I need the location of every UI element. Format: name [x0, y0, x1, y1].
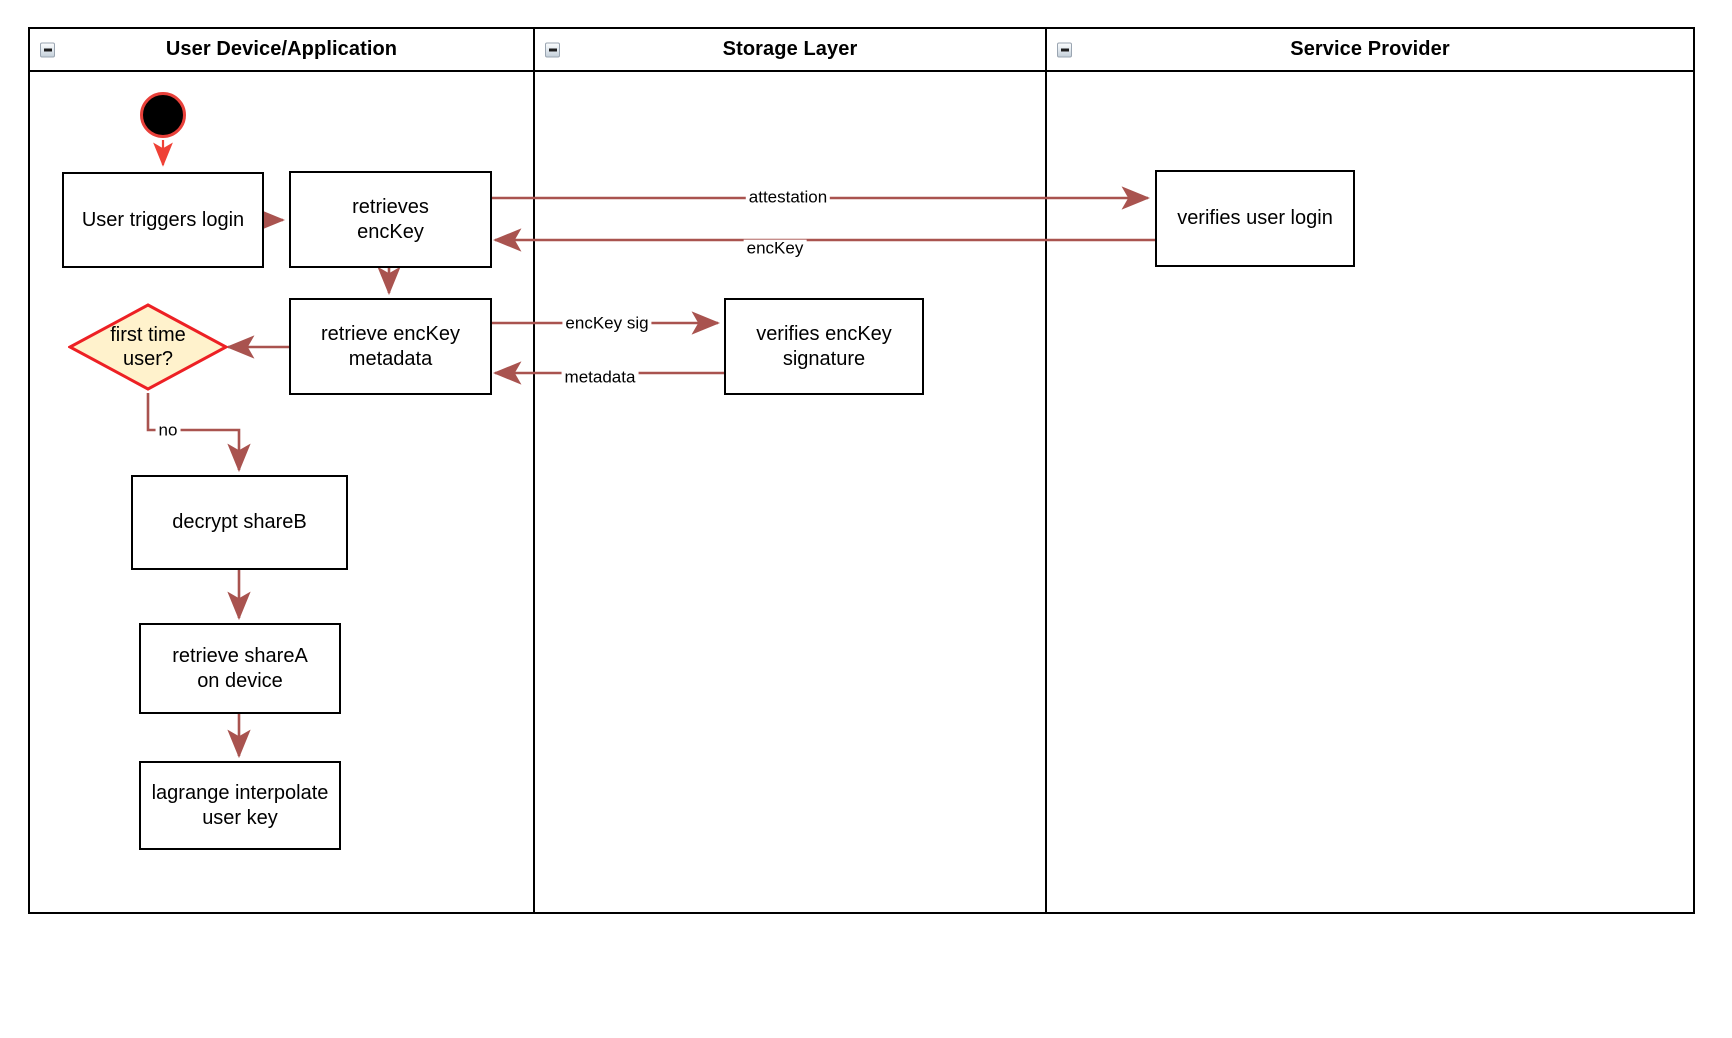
node-label: lagrange interpolate user key: [151, 782, 329, 829]
lane-title-storage-layer: Storage Layer: [722, 38, 858, 60]
lane-storage-layer[interactable]: Storage Layer: [533, 29, 1045, 912]
node-first-time-user[interactable]: first time user?: [68, 303, 228, 391]
edge-label-no: no: [155, 421, 181, 441]
lane-header-service-provider: Service Provider: [1047, 29, 1693, 72]
collapse-minus-icon[interactable]: [545, 42, 560, 57]
lane-header-user-device: User Device/Application: [30, 29, 533, 72]
node-label: first time user?: [110, 324, 186, 370]
edge-label-attestation: attestation: [745, 188, 831, 208]
node-verifies-user-login[interactable]: verifies user login: [1155, 170, 1355, 267]
node-label: decrypt shareB: [172, 511, 307, 534]
node-retrieves-enckey[interactable]: retrieves encKey: [289, 171, 492, 268]
node-label: User triggers login: [81, 208, 245, 231]
node-retrieve-enckey-metadata[interactable]: retrieve encKey metadata: [289, 298, 492, 395]
node-lagrange-interpolate-user-key[interactable]: lagrange interpolate user key: [139, 761, 341, 850]
node-label: verifies user login: [1177, 207, 1333, 230]
node-label: retrieve shareA on device: [172, 645, 308, 692]
node-retrieve-sharea-on-device[interactable]: retrieve shareA on device: [139, 623, 341, 714]
lane-header-storage-layer: Storage Layer: [535, 29, 1045, 72]
edge-label-metadata: metadata: [561, 368, 639, 388]
edge-label-enckey-sig: encKey sig: [562, 314, 652, 334]
node-user-triggers-login[interactable]: User triggers login: [62, 172, 264, 268]
lane-title-service-provider: Service Provider: [1290, 38, 1450, 60]
start-node[interactable]: [140, 92, 186, 138]
lane-title-user-device: User Device/Application: [165, 38, 398, 60]
lane-user-device[interactable]: User Device/Application: [30, 29, 533, 912]
lane-service-provider[interactable]: Service Provider: [1045, 29, 1693, 912]
collapse-minus-icon[interactable]: [1057, 42, 1072, 57]
node-label: verifies encKey signature: [756, 323, 892, 370]
node-label: retrieves encKey: [352, 196, 429, 243]
edge-label-enckey: encKey: [743, 239, 807, 259]
collapse-minus-icon[interactable]: [40, 42, 55, 57]
node-decrypt-shareb[interactable]: decrypt shareB: [131, 475, 348, 570]
node-verifies-enckey-signature[interactable]: verifies encKey signature: [724, 298, 924, 395]
node-label: retrieve encKey metadata: [321, 323, 460, 370]
